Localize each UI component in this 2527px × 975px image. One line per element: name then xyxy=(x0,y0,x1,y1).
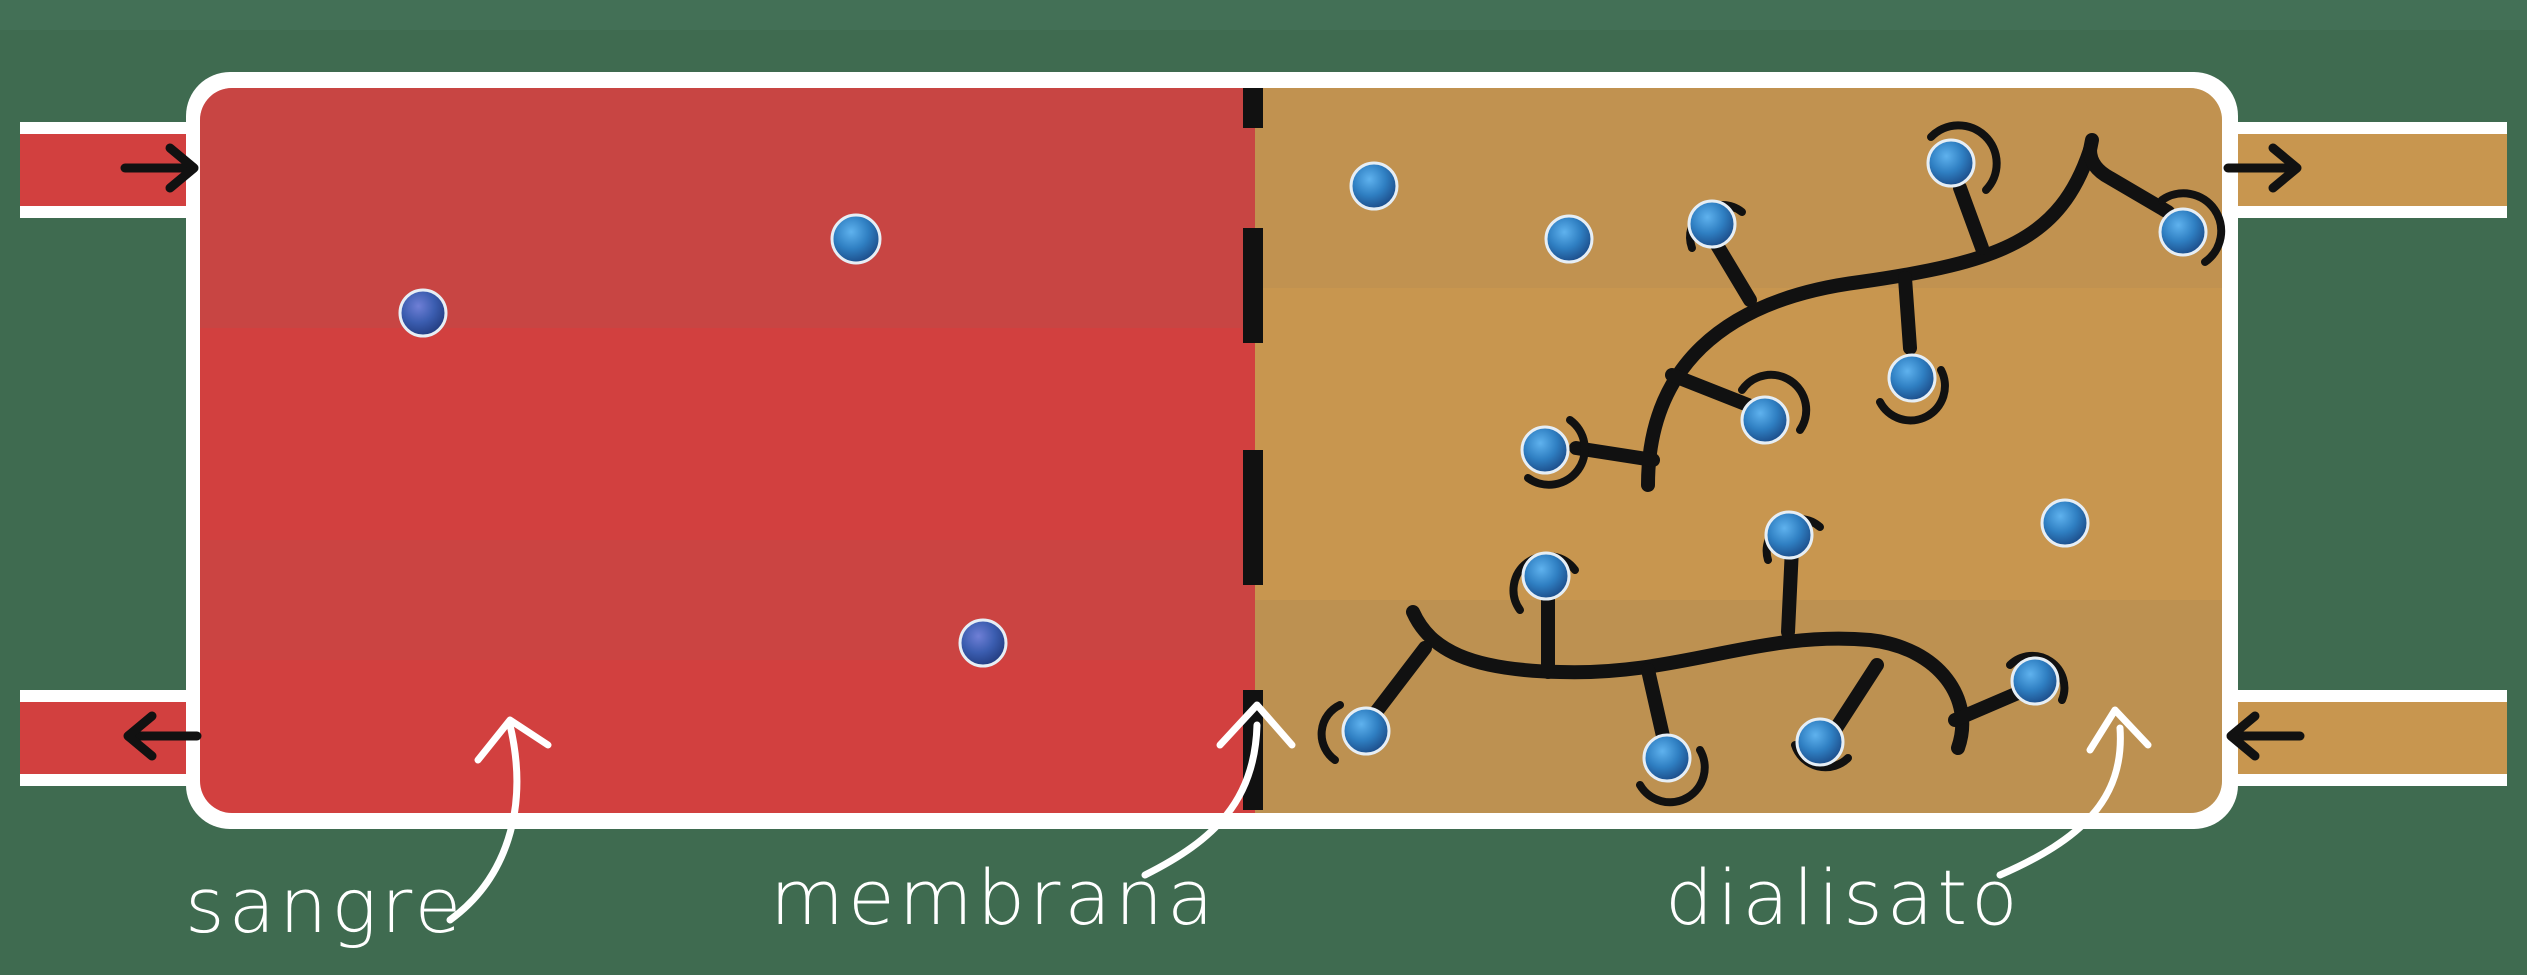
solute-particle xyxy=(1687,199,1737,249)
blood-compartment xyxy=(200,88,1255,813)
receptor-cup xyxy=(1317,701,1344,764)
chalkboard-edge-top xyxy=(0,0,2527,30)
solute-particle xyxy=(1887,353,1937,403)
solute-particle xyxy=(1926,138,1976,188)
solute-particle xyxy=(398,288,448,338)
polymer-backbone-lower xyxy=(1406,605,1970,755)
blood-texture-2 xyxy=(200,540,1255,660)
flow-arrows xyxy=(120,143,2305,761)
polymer-branch xyxy=(1948,683,2032,727)
receptor-cup xyxy=(1524,416,1589,489)
pointer-dialisato xyxy=(1996,706,2152,879)
receptor-cup xyxy=(1636,746,1709,807)
label-membrane: membrana xyxy=(770,853,1218,942)
polymer-branch xyxy=(1710,238,1757,307)
label-blood: sangre xyxy=(185,861,466,950)
solute-particle xyxy=(2158,207,2208,257)
polymer-backbone-upper xyxy=(1641,143,2097,492)
receptor-cups xyxy=(1317,121,2226,807)
polymer-branch xyxy=(1828,658,1884,737)
polymer-branch xyxy=(1641,663,1672,752)
arrow-icon xyxy=(2226,711,2305,761)
polymer-branch xyxy=(1953,181,1989,255)
polymer-branch xyxy=(1569,441,1660,467)
chamber xyxy=(200,88,2222,813)
polymer-branch xyxy=(1781,541,1799,639)
arrow-icon xyxy=(120,143,199,193)
solute-particle xyxy=(1349,161,1399,211)
label-dialysate: dialisato xyxy=(1665,853,2022,942)
solute-particle xyxy=(1795,717,1845,767)
adsorber-polymer xyxy=(1363,133,2175,755)
receptor-cup xyxy=(2006,651,2069,704)
pointer-sangre xyxy=(446,716,552,924)
solute-particle xyxy=(958,618,1008,668)
solute-particle xyxy=(1520,425,1570,475)
solute-particle xyxy=(1642,733,1692,783)
blood-texture-1 xyxy=(200,88,1255,328)
solute-particle xyxy=(1544,214,1594,264)
solute-particle xyxy=(2040,498,2090,548)
arrow-icon xyxy=(2223,143,2302,193)
polymer-branch xyxy=(1665,368,1755,412)
membrane-segment xyxy=(1243,88,1263,128)
dialysate-texture-1 xyxy=(1255,88,2222,288)
solute-particle xyxy=(1521,551,1571,601)
receptor-cup xyxy=(1927,121,2001,194)
arrow-icon xyxy=(123,711,202,761)
membrane-segment xyxy=(1243,450,1263,585)
solute-particle xyxy=(1740,395,1790,445)
solute-particle xyxy=(1341,706,1391,756)
membrane-segment xyxy=(1243,228,1263,343)
pointer-membrana xyxy=(1141,701,1296,879)
receptor-cup xyxy=(1876,366,1949,425)
label-pointers xyxy=(446,701,2152,924)
solute-particle xyxy=(1764,510,1814,560)
solute-particle xyxy=(2010,656,2060,706)
solute-particles xyxy=(398,138,2208,783)
dialysate-texture-2 xyxy=(1255,600,2222,813)
receptor-cup xyxy=(2158,189,2226,266)
solute-particle xyxy=(830,213,882,265)
polymer-branch xyxy=(1898,271,1917,355)
receptor-cup xyxy=(1738,370,1811,434)
polymer-branch xyxy=(1363,641,1432,727)
polymer-branch xyxy=(2083,143,2175,219)
